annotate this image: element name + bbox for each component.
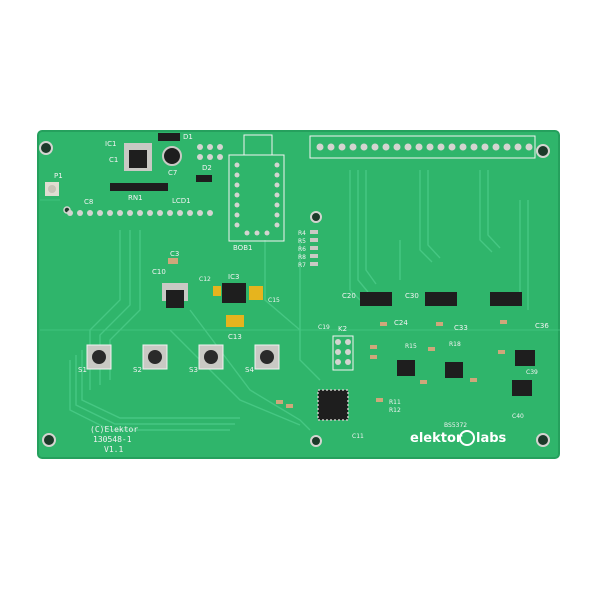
c40-label: C40 [512,413,524,420]
bob1-label: BOB1 [233,244,252,252]
c13-label: C13 [228,333,242,341]
c11-label: C11 [352,433,364,440]
c15-label: C15 [268,297,280,304]
p1-knob [48,185,56,193]
s3-label: S3 [189,366,198,374]
ic3-label: IC3 [228,273,239,281]
c30-label: C30 [405,292,419,300]
r15-label: R15 [405,343,417,350]
c7-capacitor [162,146,182,166]
d1-diode [158,133,180,141]
r6-label: R6 [298,246,306,253]
lcd1-label: LCD1 [172,197,191,205]
button-s3[interactable] [198,344,224,370]
mounting-hole [42,433,56,447]
r7-label: R7 [298,262,306,269]
c3-label: C3 [170,250,179,258]
tantalum-cap [213,286,221,296]
c12-label: C12 [199,276,211,283]
driver-ics [360,292,522,306]
ic3-chip [222,283,246,303]
tantalum-cap [226,315,244,327]
copper-traces [40,170,560,431]
c24-label: C24 [394,319,408,327]
s4-label: S4 [245,366,254,374]
ic2-body [166,290,184,308]
r8-label: R8 [298,254,306,261]
r4-label: R4 [298,230,306,237]
c8-label: C8 [84,198,93,206]
ic1-body [129,150,147,168]
mounting-holes [39,141,550,447]
s1-label: S1 [78,366,87,374]
button-s4[interactable] [254,344,280,370]
button-s1[interactable] [86,344,112,370]
button-s2[interactable] [142,344,168,370]
copyright-text: (C)Elektor [90,425,138,434]
terminal-header [309,135,536,159]
d2-diode [196,175,212,182]
c7-label: C7 [168,169,177,177]
mounting-hole [536,144,550,158]
ic1-label: IC1 [105,140,116,148]
brand-left: elektor [410,431,463,446]
c36-label: C36 [535,322,549,330]
p1-label: P1 [54,172,63,180]
smd-passives [276,320,507,408]
version-text: V1.1 [104,445,123,454]
mounting-hole [310,211,322,223]
c39-label: C39 [526,369,538,376]
c10-label: C10 [152,268,166,276]
elektor-labs-logo: elektor labs [410,430,507,446]
r5-label: R5 [298,238,306,245]
s2-label: S2 [133,366,142,374]
r11-label: R11 [389,399,401,406]
rn1-label: RN1 [128,194,143,202]
rn1-network [110,183,168,191]
tantalum-cap [249,286,263,300]
microcontroller [317,389,349,421]
d2-label: D2 [202,164,212,172]
k2-header [332,335,354,371]
part-number-text: 130548-1 [93,435,132,444]
small-code-text: BS5372 [444,422,467,429]
mounting-hole [536,433,550,447]
header-top [197,144,223,160]
ic1-regulator: IC1 C1 [105,140,152,171]
r-stack: R4 R5 R6 R8 R7 [298,230,318,269]
k2-label: K2 [338,325,347,333]
brand-circle [459,430,475,446]
lcd1-header [67,210,213,216]
c3-capacitor [168,258,178,264]
soic-chips [397,350,535,396]
r18-label: R18 [449,341,461,348]
c20-label: C20 [342,292,356,300]
c1-label: C1 [109,156,118,164]
bob1-module [228,134,285,242]
pcb-board [37,130,560,459]
c33-label: C33 [454,324,468,332]
d1-label: D1 [183,133,193,141]
r12-label: R12 [389,407,401,414]
mounting-hole [39,141,53,155]
c19-label: C19 [318,324,330,331]
brand-right: labs [476,431,507,446]
mounting-hole [310,435,322,447]
